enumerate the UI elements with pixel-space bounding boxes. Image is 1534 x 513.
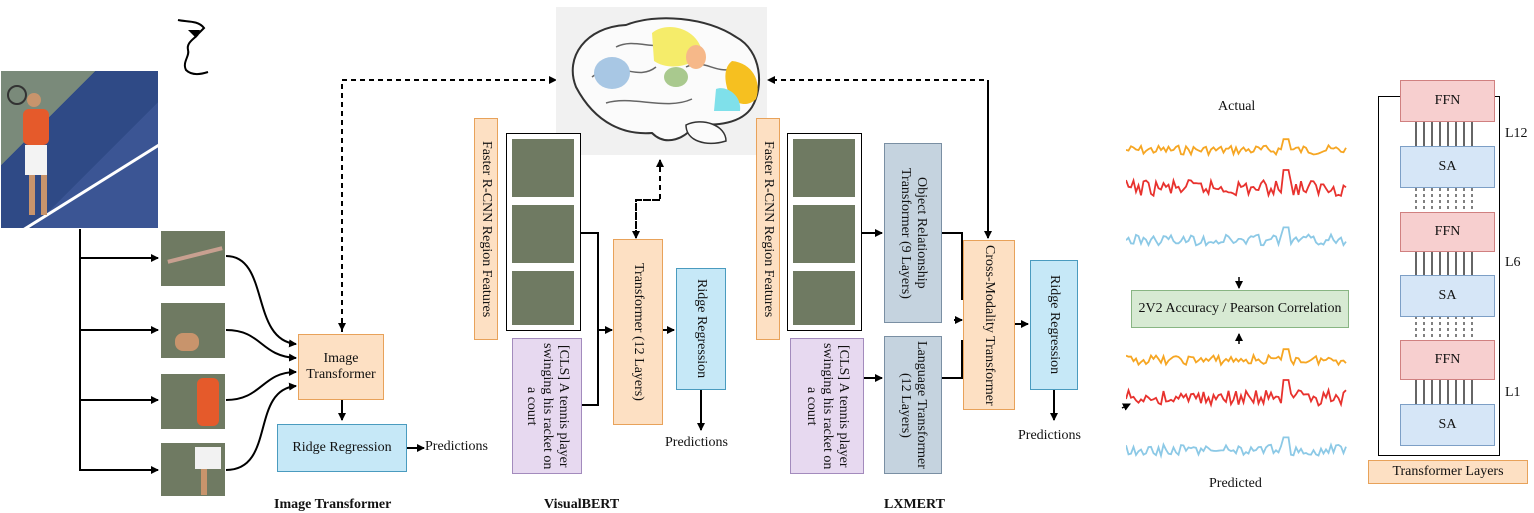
signal-trace [1126,436,1347,459]
lxmert-predictions-label: Predictions [1018,428,1081,443]
signal-trace [1126,348,1347,367]
signal-trace [1126,138,1347,158]
layer-label-l6: L6 [1505,255,1521,270]
visualbert-predictions-label: Predictions [665,435,728,450]
ffn-block-l12: FFN [1400,80,1495,122]
patch-3 [160,373,226,430]
signal-trace [1126,379,1347,408]
language-transformer-box: Language Transformer (12 Layers) [884,336,942,474]
predicted-label: Predicted [1209,476,1262,491]
patch-4 [160,442,226,497]
lxmert-crop-3 [792,270,856,326]
patch-2 [160,302,226,359]
actual-label: Actual [1218,99,1256,114]
sa-block-l12: SA [1400,146,1495,188]
signal-trace [1126,226,1347,248]
brain-signal-traces [1126,138,1347,459]
patch-1 [160,230,226,287]
lxmert-region-features-box: Faster R-CNN Region Features [756,118,780,340]
image-transformer-box: Image Transformer [298,334,384,400]
image-predictions-label: Predictions [425,439,488,454]
cross-modality-transformer-box: Cross-Modality Transformer [963,240,1015,410]
lxmert-ridge-regression-box: Ridge Regression [1030,260,1078,390]
tennis-photo [0,70,159,229]
visualbert-region-features-box: Faster R-CNN Region Features [474,118,498,340]
lxmert-crop-1 [792,138,856,198]
visualbert-crop-1 [511,138,575,198]
transformer-layers-caption: Transformer Layers [1368,460,1528,484]
lxmert-crop-2 [792,204,856,264]
visualbert-transformer-box: Transformer (12 Layers) [613,239,663,425]
signal-trace [1126,169,1347,199]
ffn-block-l6: FFN [1400,212,1495,252]
sa-block-l6: SA [1400,275,1495,317]
lxmert-caption-box: [CLS] A tennis player swinging his racke… [790,338,864,474]
image-transformer-title: Image Transformer [274,497,392,512]
visualbert-crop-3 [511,270,575,326]
object-relationship-transformer-box: Object Relationship Transformer (9 Layer… [884,143,942,323]
brain-panel [556,7,767,155]
brain-illustration [571,17,761,145]
sa-block-l1: SA [1400,404,1495,446]
visualbert-region-crops [506,133,581,331]
visualbert-caption-box: [CLS] A tennis player swinging his racke… [512,338,582,474]
visualbert-title: VisualBERT [544,497,620,512]
viewer-face-icon [177,19,209,75]
lxmert-region-crops [787,133,862,331]
visualbert-ridge-regression-box: Ridge Regression [676,268,726,390]
ffn-block-l1: FFN [1400,340,1495,380]
image-ridge-regression-box: Ridge Regression [277,424,407,472]
layer-label-l1: L1 [1505,385,1521,400]
metric-box: 2V2 Accuracy / Pearson Correlation [1131,290,1349,328]
lxmert-title: LXMERT [884,497,945,512]
layer-label-l12: L12 [1505,126,1528,141]
visualbert-crop-2 [511,204,575,264]
